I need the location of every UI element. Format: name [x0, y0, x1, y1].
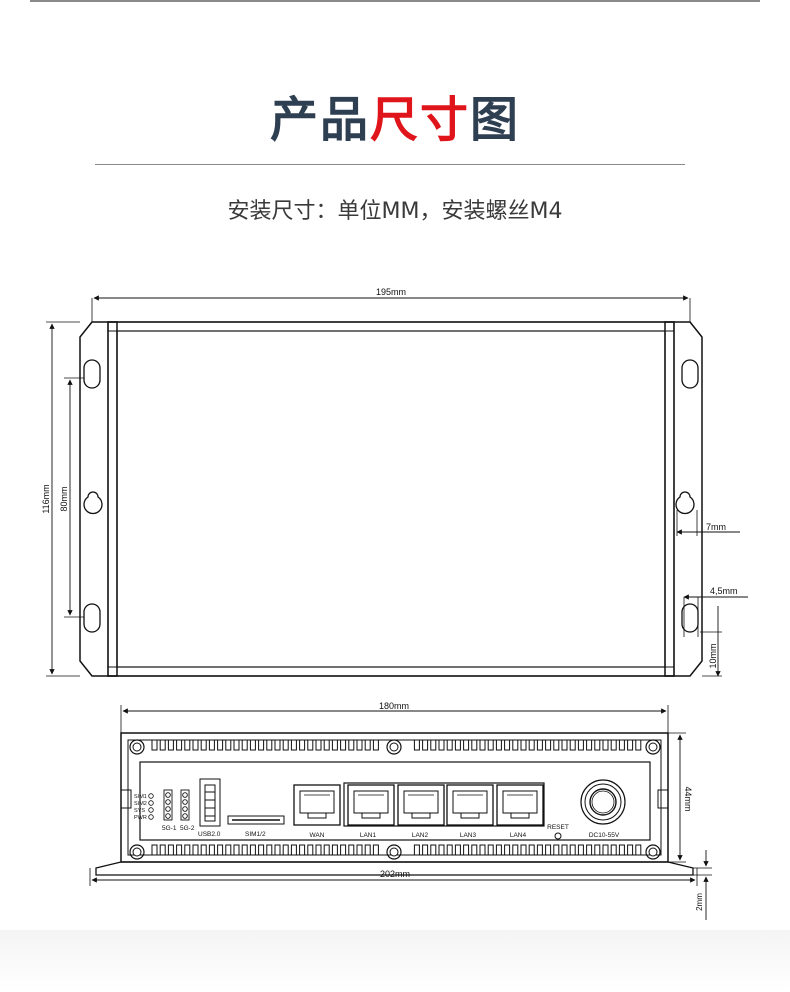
mount-slot [681, 603, 699, 633]
keyhole-slot [83, 491, 103, 515]
reset-label: RESET [547, 824, 569, 831]
lan1-label: LAN1 [360, 832, 377, 839]
dim-2: 2mm [695, 893, 704, 911]
status-leds [148, 793, 154, 820]
lan3-port [446, 784, 494, 826]
dim-116: 116mm [41, 484, 51, 513]
led-label-sim1: SIM1 [134, 794, 147, 800]
led-label-sim2: SIM2 [134, 801, 147, 807]
lan1-port [347, 784, 395, 826]
dim-4-5: 4,5mm [710, 586, 738, 596]
mount-slot [83, 603, 101, 633]
mount-slot [681, 359, 699, 389]
page-subtitle: 安装尺寸：单位MM，安装螺丝M4 [227, 199, 563, 224]
bottom-fade [0, 930, 790, 992]
dim-202: 202mm [380, 869, 410, 879]
cooling-fins-bottom [151, 844, 642, 855]
title-part-2: 尺寸 [369, 92, 470, 148]
sim-slot [227, 815, 285, 825]
wan-port [293, 784, 341, 826]
keyhole-slot [675, 491, 695, 515]
center-screw [386, 844, 402, 860]
antenna-indicators [163, 789, 190, 821]
lan-port-group [343, 782, 545, 827]
center-screw [386, 739, 402, 755]
lan3-label: LAN3 [460, 832, 477, 839]
top-view: 195mm 116mm 80mm 7mm 4,5mm 10mm [41, 287, 748, 677]
dim-7: 7mm [706, 522, 726, 532]
front-panel [139, 761, 651, 841]
corner-screw [645, 844, 661, 860]
cooling-fins-top [151, 740, 642, 751]
dim-10: 10mm [708, 643, 718, 668]
dim-180: 180mm [379, 701, 409, 711]
top-divider [30, 0, 760, 2]
lan4-label: LAN4 [510, 832, 527, 839]
lan2-port [397, 784, 445, 826]
corner-screw [129, 844, 145, 860]
dc-power-jack [580, 779, 626, 825]
wan-label: WAN [310, 832, 325, 839]
front-view: 180mm SIM1 SIM2 SYS PWR [89, 701, 712, 920]
page-title: 产品尺寸图 [0, 80, 790, 150]
lan4-port [496, 784, 544, 826]
corner-screw [645, 739, 661, 755]
device-body-top [107, 321, 675, 677]
dc-label: DC10-55V [589, 832, 620, 839]
label-5g-1: 5G-1 [162, 825, 177, 832]
usb-label: USB2.0 [198, 831, 221, 838]
right-flange [664, 321, 703, 677]
dim-80: 80mm [59, 486, 69, 511]
title-part-1: 产品 [269, 92, 370, 148]
led-label-sys: SYS [134, 808, 145, 814]
dim-195: 195mm [376, 287, 406, 297]
title-divider [95, 164, 685, 165]
mount-slot [83, 359, 101, 389]
reset-button [554, 832, 562, 840]
title-part-3: 图 [470, 92, 521, 148]
lan2-label: LAN2 [412, 832, 429, 839]
sim-label: SIM1/2 [245, 831, 266, 838]
dim-44: 44mm [683, 786, 693, 811]
usb-port [199, 778, 221, 827]
led-label-pwr: PWR [134, 815, 147, 821]
corner-screw [129, 739, 145, 755]
label-5g-2: 5G-2 [180, 825, 195, 832]
